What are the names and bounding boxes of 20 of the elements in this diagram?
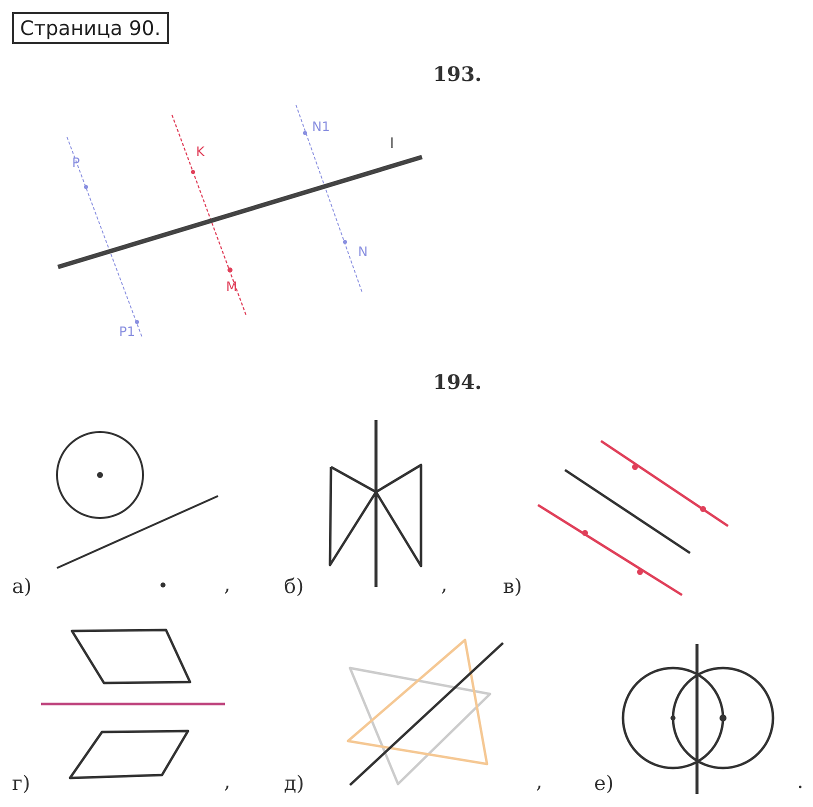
line-label: l (390, 137, 394, 151)
point-label: K (196, 146, 205, 159)
part-label: д) (284, 773, 304, 793)
part-label: в) (503, 576, 522, 596)
page-heading: Страница 90. (12, 12, 169, 44)
punctuation: , (224, 771, 230, 791)
point-label: N (358, 246, 368, 259)
punctuation: , (536, 771, 542, 791)
part-label: г) (12, 773, 30, 793)
point-label: M (226, 281, 238, 294)
part-label: б) (284, 576, 304, 596)
part-label: е) (594, 773, 614, 793)
point-label: P1 (119, 326, 136, 339)
part-label: а) (12, 576, 32, 596)
punctuation: , (441, 574, 448, 594)
problem-number: 194. (433, 372, 482, 392)
problem-number: 193. (433, 64, 482, 84)
punctuation: . (797, 771, 804, 791)
point-label: N1 (312, 121, 330, 134)
punctuation: , (224, 574, 230, 594)
